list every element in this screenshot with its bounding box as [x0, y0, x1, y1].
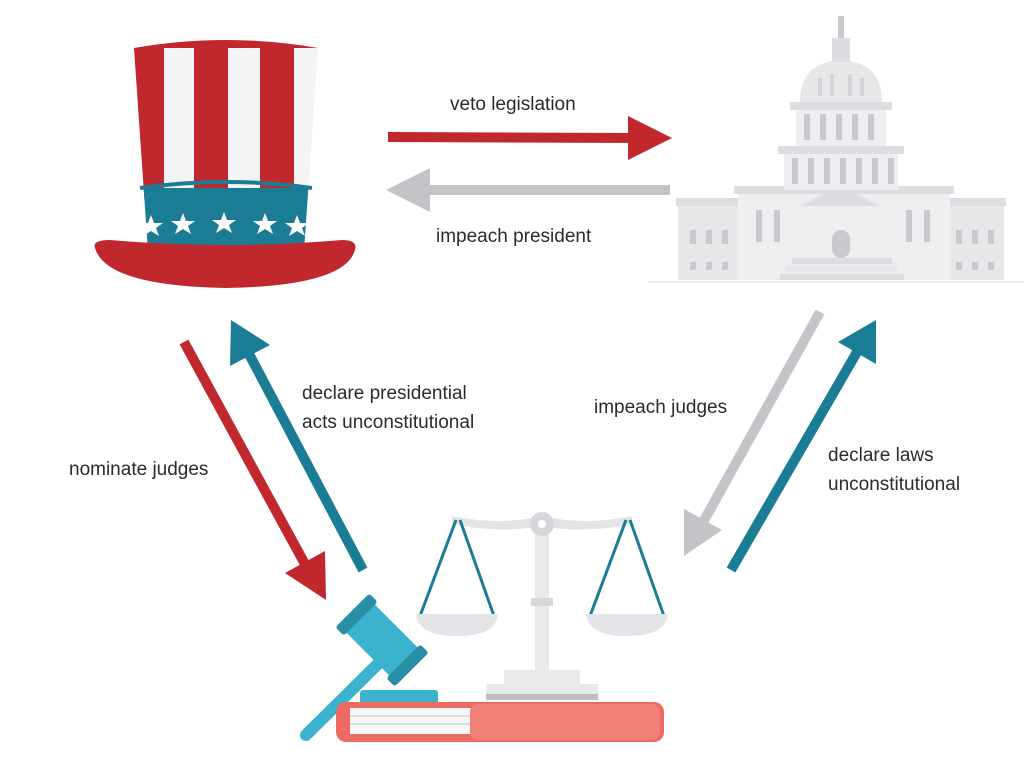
declare-laws-line-2: unconstitutional: [828, 474, 961, 495]
declare-laws-unconstitutional-label: declare laws unconstitutional: [828, 441, 960, 499]
arrow-declare-laws-unconstitutional: [726, 320, 876, 573]
declare-presidential-acts-label: declare presidential acts unconstitution…: [302, 379, 474, 437]
declare-presidential-line-1: declare presidential: [302, 383, 467, 404]
declare-laws-line-1: declare laws: [828, 445, 934, 466]
arrow-veto-legislation: [387, 116, 672, 160]
scales-of-justice-gavel-icon: [300, 512, 668, 742]
book-icon: [336, 702, 664, 742]
uncle-sam-top-hat-icon: [94, 40, 356, 288]
capitol-building-icon: [648, 16, 1024, 283]
nominate-judges-label: nominate judges: [69, 459, 209, 480]
arrow-nominate-judges: [179, 339, 326, 600]
veto-legislation-label: veto legislation: [450, 94, 576, 115]
arrow-impeach-president: [386, 168, 670, 212]
declare-presidential-line-2: acts unconstitutional: [302, 412, 475, 433]
arrow-declare-presidential-unconstitutional: [230, 320, 368, 573]
gavel-icon: [300, 594, 438, 741]
scales-icon: [416, 512, 668, 700]
impeach-judges-label: impeach judges: [594, 397, 728, 418]
impeach-president-label: impeach president: [436, 226, 592, 247]
arrow-impeach-judges: [684, 309, 825, 556]
